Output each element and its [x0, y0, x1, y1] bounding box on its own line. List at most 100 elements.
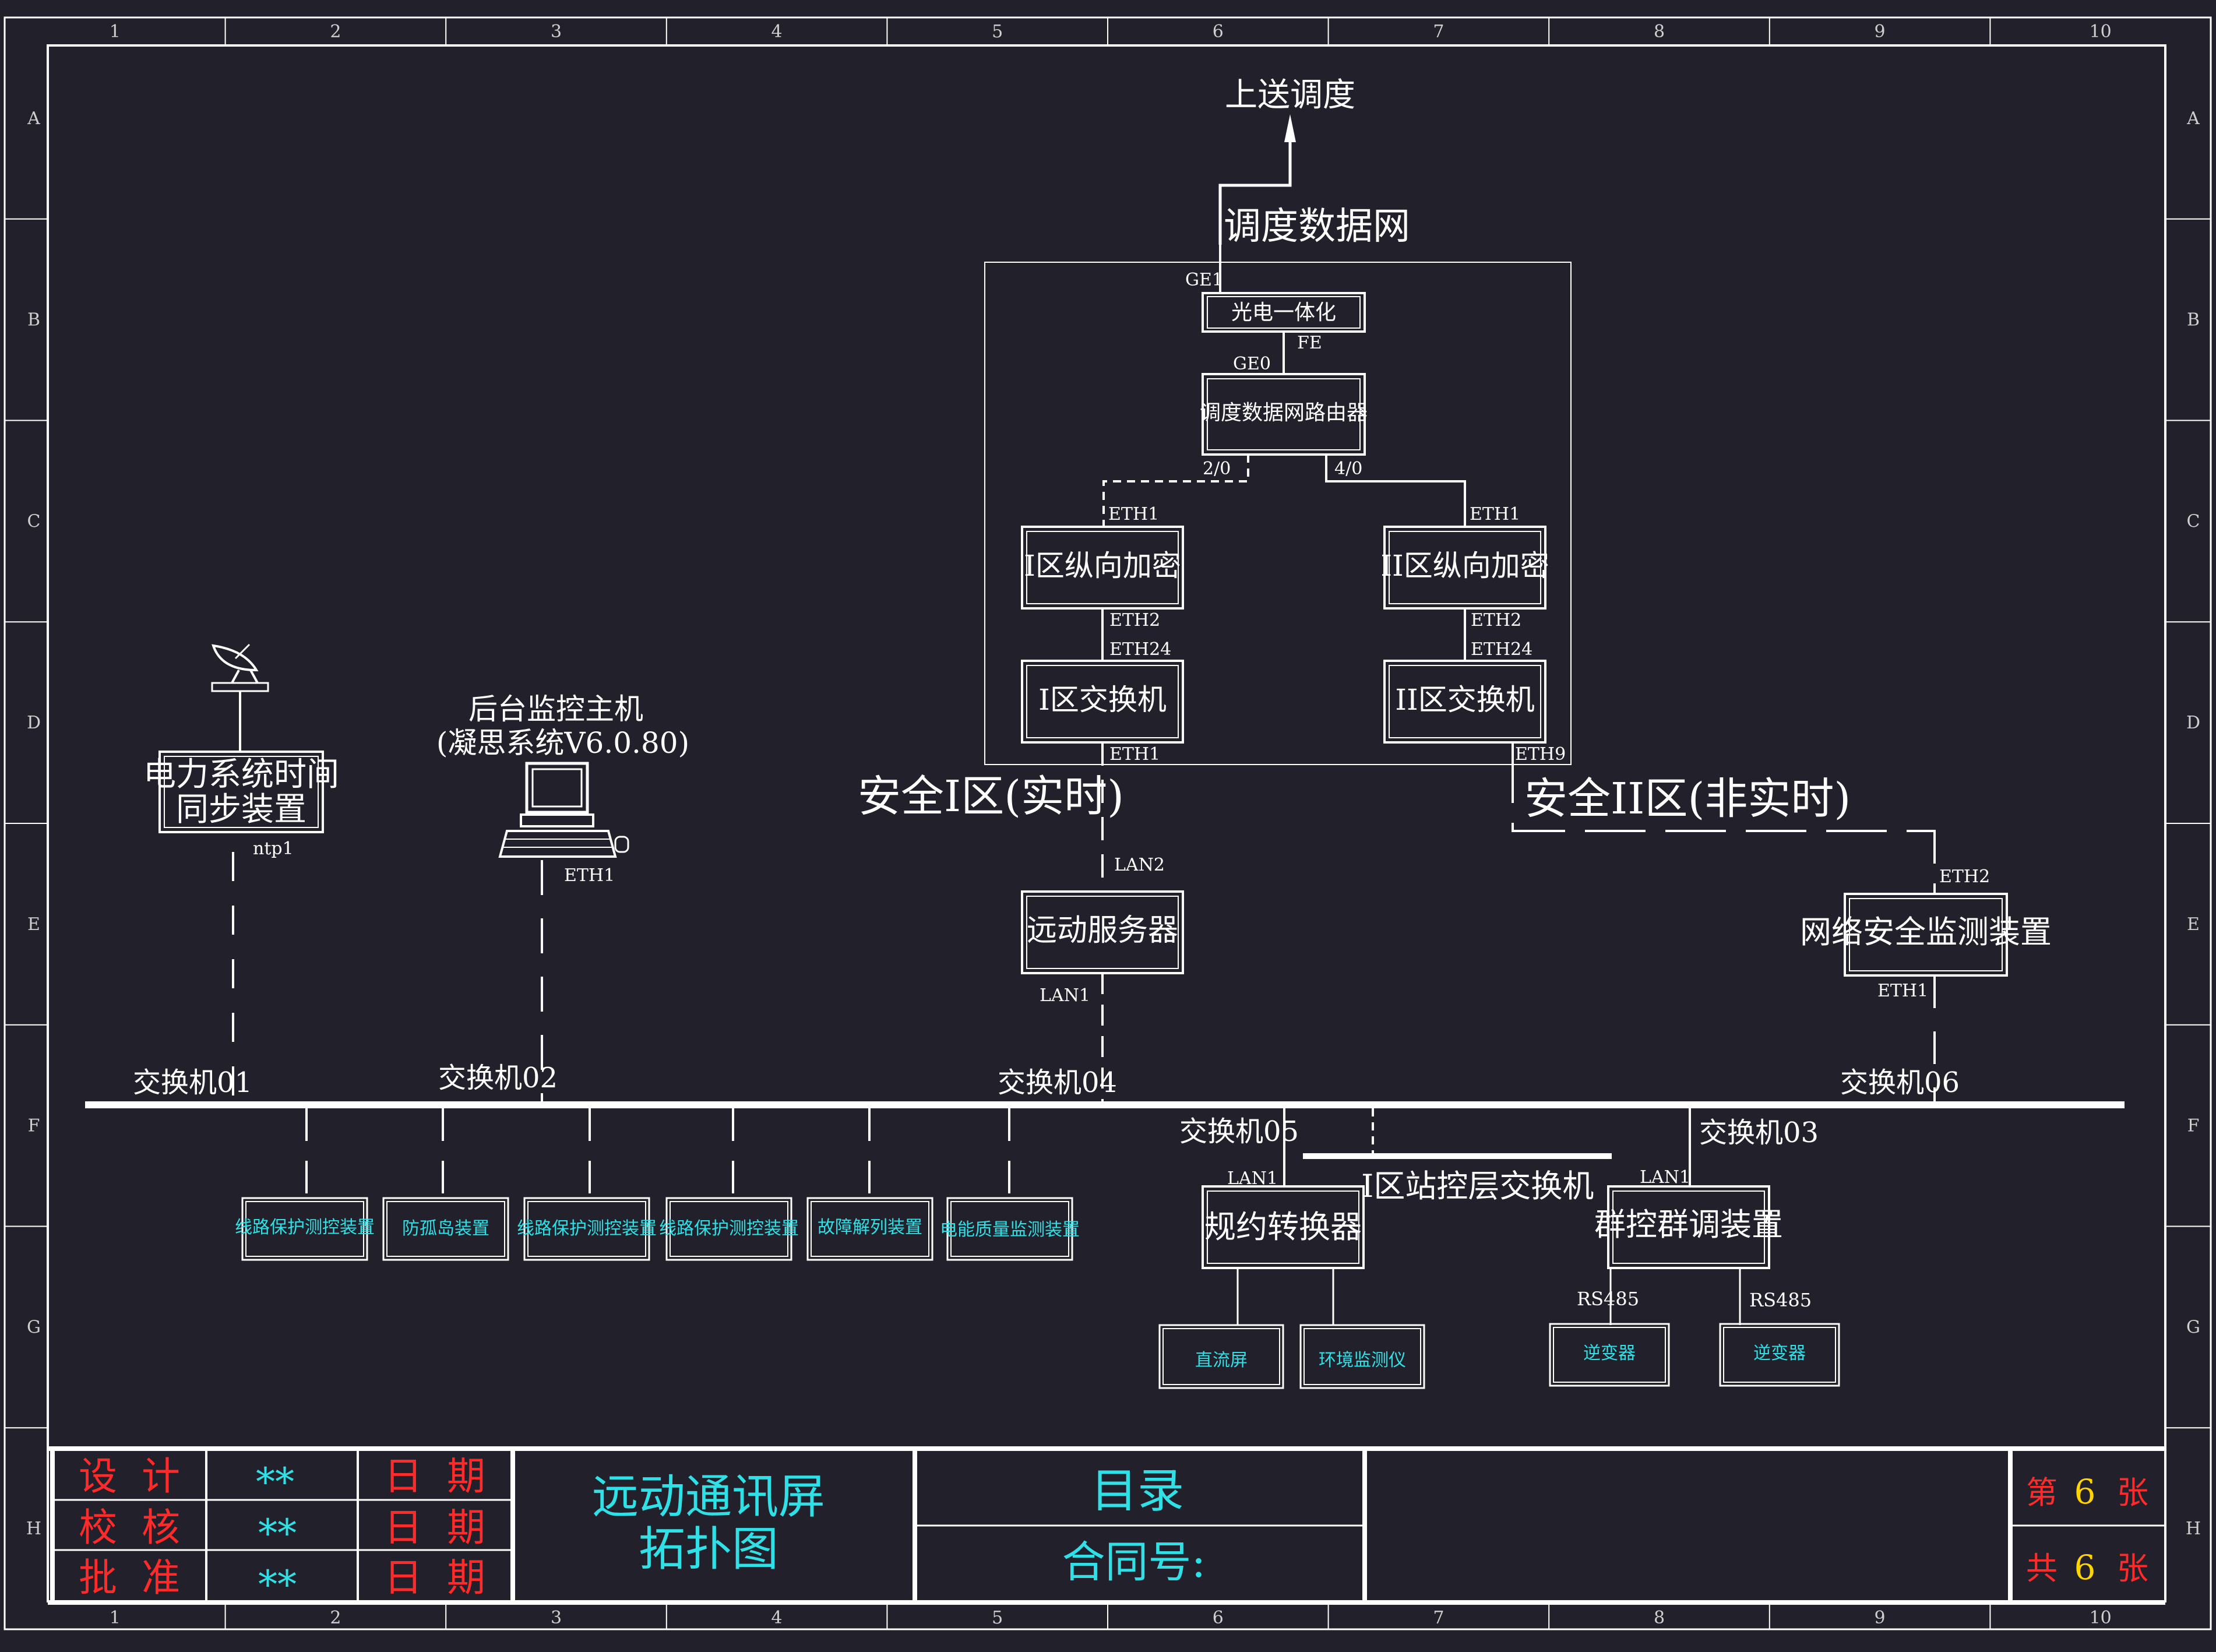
sw2-device: [1383, 660, 1546, 744]
row-label-left: H: [26, 1519, 41, 1539]
link-sw2-security: [1512, 742, 1936, 894]
row-label-left: D: [27, 713, 41, 733]
device-drops: [305, 1108, 1010, 1203]
enc1-eth1: ETH1: [1108, 504, 1159, 524]
inverter-a-device: 逆变器: [1549, 1323, 1670, 1387]
row-label-left: E: [27, 914, 40, 935]
tb-check: 校 核: [79, 1505, 180, 1550]
col-label-top: 2: [330, 22, 341, 42]
link-router-enc2: [1325, 455, 1466, 527]
enc2-eth2: ETH2: [1471, 610, 1521, 630]
sw02-label: 交换机02: [438, 1062, 558, 1094]
row-label-right: B: [2187, 310, 2200, 330]
sw06-label: 交换机06: [1840, 1066, 1960, 1099]
col-label-top: 3: [551, 22, 562, 42]
tb-design: 设 计: [79, 1454, 180, 1499]
security-monitor-label: 网络安全监测装置: [1800, 914, 2052, 950]
group-lan1: LAN1: [1640, 1167, 1690, 1188]
protocol-converter-device: [1202, 1185, 1365, 1269]
col-label-top: 4: [771, 22, 783, 42]
col-label-bottom: 8: [1654, 1608, 1665, 1628]
rs485-a: RS485: [1577, 1288, 1639, 1310]
optical-label: 光电一体化: [1231, 301, 1336, 325]
col-label-top: 6: [1213, 22, 1224, 42]
protocol-converter-label: 规约转换器: [1204, 1209, 1362, 1245]
device-1-label: 线路保护测控装置: [235, 1217, 375, 1238]
device-3-label: 线路保护测控装置: [517, 1218, 657, 1239]
col-label-top: 7: [1433, 22, 1444, 42]
device-6: 电能质量监测装置: [940, 1197, 1080, 1261]
col-label-bottom: 4: [771, 1608, 783, 1628]
device-row: 线路保护测控装置 防孤岛装置 线路保护测控装置 线路保护测控装置 故障解列装置 …: [235, 1197, 1080, 1261]
col-label-bottom: 3: [551, 1608, 562, 1628]
device-5-label: 故障解列装置: [818, 1217, 922, 1238]
tb-approve: 批 准: [79, 1555, 180, 1600]
col-label-bottom: 10: [2090, 1608, 2112, 1628]
total-suffix: 张: [2117, 1550, 2148, 1587]
row-label-left: A: [27, 108, 40, 129]
col-label-bottom: 9: [1875, 1608, 1886, 1628]
row-label-right: G: [2186, 1317, 2200, 1337]
port-fe: FE: [1297, 333, 1322, 353]
time-sync-label-2: 同步装置: [176, 791, 306, 829]
row-label-right: C: [2187, 511, 2200, 531]
time-sync-ntp1: ntp1: [253, 839, 294, 859]
catalog-label: 目录: [1091, 1464, 1184, 1518]
upload-label: 上送调度: [1225, 76, 1355, 114]
tb-date-1: 日 期: [384, 1454, 485, 1499]
row-label-left: G: [27, 1317, 41, 1337]
dispatch-enclosure: [984, 262, 1572, 765]
sw04-label: 交换机04: [998, 1066, 1117, 1099]
router-label: 调度数据网路由器: [1200, 401, 1368, 425]
col-label-bottom: 5: [992, 1608, 1003, 1628]
total-prefix: 共: [2026, 1550, 2058, 1587]
enc1-label: I区纵向加密: [1024, 549, 1181, 583]
security-eth2: ETH2: [1939, 866, 1990, 887]
drawing-title-1: 远动通讯屏: [592, 1470, 825, 1524]
tb-stars-3: **: [258, 1562, 297, 1607]
inverter-a-label: 逆变器: [1583, 1343, 1636, 1364]
group-control-device: [1607, 1185, 1770, 1269]
row-label-right: E: [2187, 914, 2200, 935]
col-label-bottom: 1: [110, 1608, 121, 1628]
inverter-b-device: 逆变器: [1719, 1323, 1840, 1387]
device-2: 防孤岛装置: [382, 1197, 509, 1261]
row-label-right: D: [2186, 713, 2200, 733]
enc2-label: II区纵向加密: [1380, 549, 1549, 583]
sw1-eth1: ETH1: [1109, 744, 1160, 765]
group-control-label: 群控群调装置: [1594, 1206, 1783, 1243]
row-label-left: F: [28, 1116, 40, 1136]
row-label-right: F: [2187, 1116, 2200, 1136]
port-ge1: GE1: [1185, 270, 1223, 290]
col-label-top: 8: [1654, 22, 1665, 42]
security-monitor-device: [1844, 893, 2008, 977]
rs485-b: RS485: [1749, 1289, 1812, 1311]
sheet-prefix: 第: [2026, 1474, 2058, 1511]
col-label-bottom: 6: [1213, 1608, 1224, 1628]
title-block: 设 计 校 核 批 准 ** ** ** 日 期 日 期 日 期 远动通讯屏 拓…: [48, 1446, 2165, 1607]
host-label-1: 后台监控主机: [468, 692, 643, 726]
time-sync-device: [158, 751, 324, 833]
inverter-b-label: 逆变器: [1753, 1343, 1806, 1364]
col-label-bottom: 2: [330, 1608, 341, 1628]
rt-server-label: 远动服务器: [1027, 913, 1178, 948]
sheet-suffix: 张: [2117, 1474, 2148, 1511]
col-label-top: 5: [992, 22, 1003, 42]
port-ge0: GE0: [1233, 354, 1271, 374]
sw1-label: I区交换机: [1038, 683, 1167, 717]
device-3: 线路保护测控装置: [517, 1197, 657, 1261]
sw03-label: 交换机03: [1699, 1116, 1819, 1149]
outer-frame: [3, 16, 2212, 1630]
device-2-label: 防孤岛装置: [402, 1218, 489, 1239]
sw05-label: 交换机05: [1179, 1115, 1299, 1148]
sw1-eth24: ETH24: [1109, 639, 1171, 660]
row-label-right: A: [2186, 108, 2200, 129]
uplink-line: [1218, 142, 1292, 245]
device-4-label: 线路保护测控装置: [659, 1218, 799, 1239]
col-label-top: 9: [1875, 22, 1886, 42]
security-eth1: ETH1: [1877, 981, 1928, 1001]
sw2-eth9: ETH9: [1515, 744, 1566, 765]
col-label-top: 10: [2090, 22, 2112, 42]
